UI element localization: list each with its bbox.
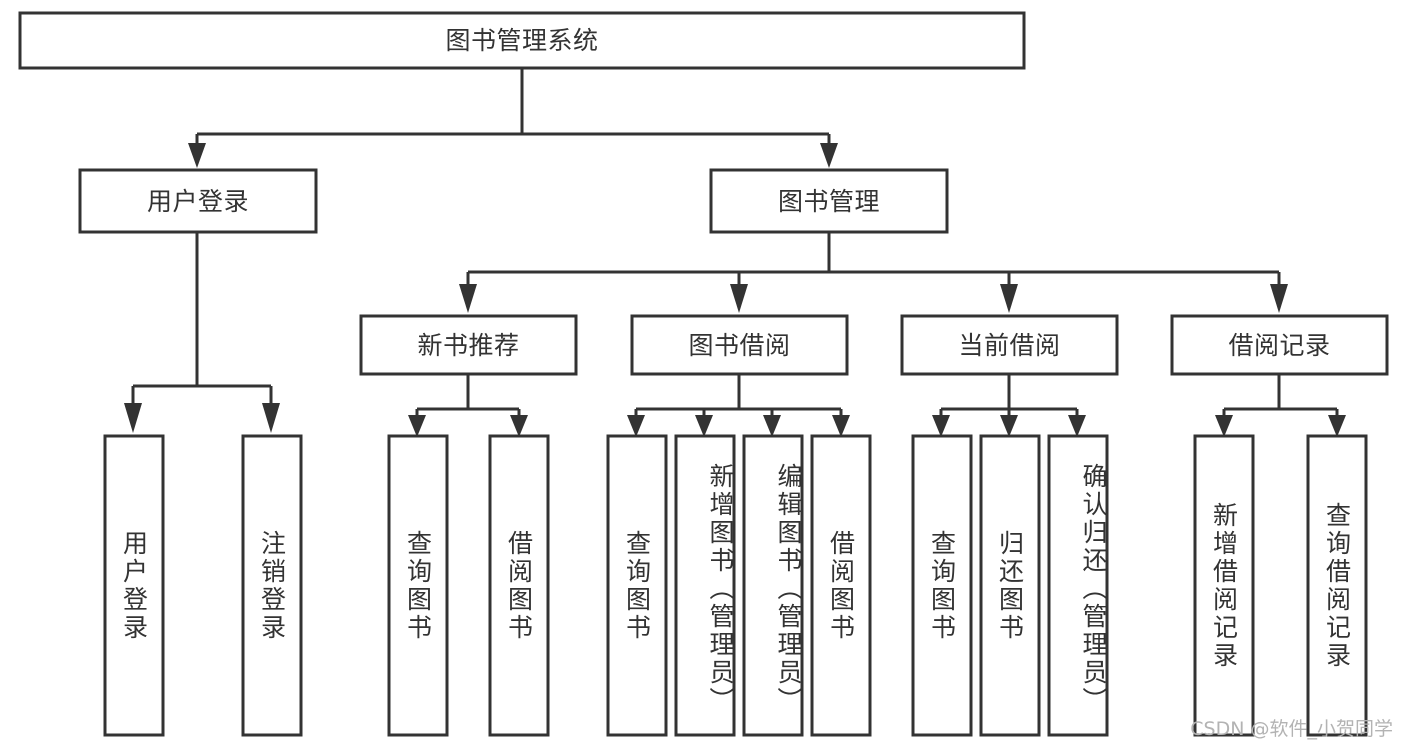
node-book-management[interactable] [709,168,949,234]
leaf-borrow-add-book-admin[interactable] [674,434,736,737]
node-book-borrow[interactable] [630,314,849,376]
arrow-to-book-mgmt [820,143,838,168]
arrow-to-borrow-records [1270,284,1288,313]
leaf-borrow-query-book[interactable] [606,434,668,737]
arrow-to-book-borrow [730,284,748,313]
leaf-borrow-borrow-book[interactable] [810,434,872,737]
arrow-to-borrow-leaf-3 [763,415,781,437]
arrow-to-current-leaf-1 [932,415,950,437]
arrow-to-recommend-leaf-2 [510,415,528,437]
leaf-current-return-book[interactable] [979,434,1041,737]
leaf-borrow-edit-book-admin[interactable] [742,434,804,737]
leaf-records-query-record[interactable] [1306,434,1368,737]
arrow-to-new-book-recommend [459,284,477,313]
node-root[interactable] [18,11,1026,70]
node-borrow-records[interactable] [1170,314,1389,376]
arrow-to-recommend-leaf-1 [408,415,426,437]
leaf-recommend-query-book[interactable] [387,434,449,737]
arrow-to-borrow-leaf-2 [695,415,713,437]
arrow-to-logout-leaf [262,403,280,433]
leaf-records-add-record[interactable] [1193,434,1255,737]
arrow-to-borrow-leaf-4 [832,415,850,437]
leaf-current-confirm-return-admin[interactable] [1047,434,1109,737]
arrow-to-records-leaf-2 [1328,415,1346,437]
arrow-to-records-leaf-1 [1215,415,1233,437]
leaf-current-query-book[interactable] [911,434,973,737]
arrow-to-borrow-leaf-1 [627,415,645,437]
arrow-to-current-leaf-3 [1068,415,1086,437]
leaf-recommend-borrow-book[interactable] [488,434,550,737]
arrow-to-user-login [188,143,206,168]
arrow-to-user-login-leaf [124,403,142,433]
arrow-to-current-borrow [1000,284,1018,313]
leaf-user-login[interactable] [103,434,165,737]
arrow-to-current-leaf-2 [1000,415,1018,437]
leaf-logout[interactable] [241,434,303,737]
node-user-login[interactable] [78,168,318,234]
node-current-borrow[interactable] [900,314,1119,376]
node-new-book-recommend[interactable] [359,314,578,376]
